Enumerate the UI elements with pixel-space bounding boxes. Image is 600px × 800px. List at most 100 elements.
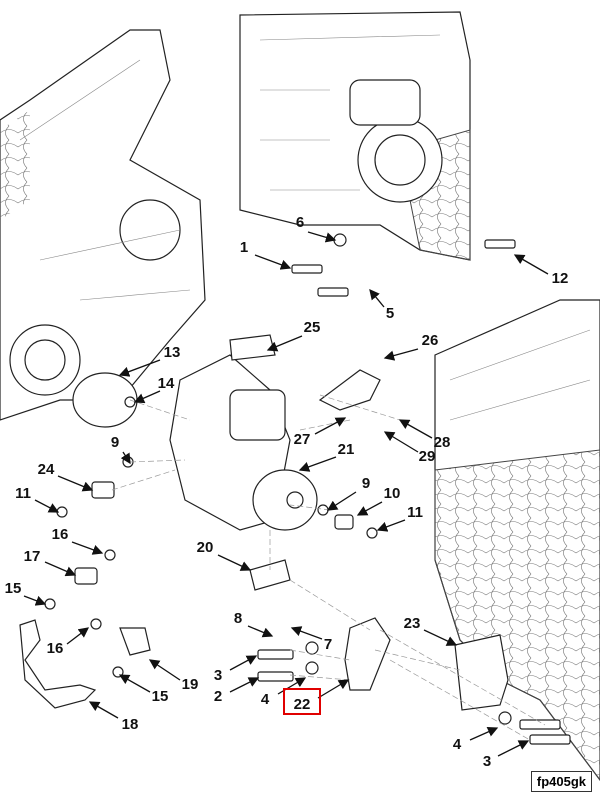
fuel-pump [169,354,318,531]
callout-number: 10 [384,485,401,502]
callout-arrow [376,519,406,532]
callout-arrow [120,451,131,465]
callout-19: 19 [148,659,199,693]
callout-number: 5 [386,305,394,322]
callout-arrow [513,254,549,275]
callout-number: 16 [47,640,64,657]
callout-11: 11 [376,504,423,532]
callout-number: 4 [453,736,462,753]
callout-arrow [383,431,419,453]
callout-number: 2 [214,688,222,705]
callout-16: 16 [52,526,104,555]
callout-16: 16 [47,627,90,657]
callout-7: 7 [290,626,332,653]
assembly-lines [111,394,546,741]
callout-11: 11 [15,485,60,513]
callout-arrow [57,475,94,492]
callout-number: 21 [338,441,355,458]
figure-reference-code: fp405gk [530,771,592,792]
lower-engine-block [434,299,600,781]
callout-arrow [317,679,350,699]
callout-arrow [23,595,47,606]
callout-number: 12 [552,270,569,287]
callout-2: 2 [214,677,260,705]
callout-arrow [217,554,252,571]
callout-arrow [307,231,337,243]
callout-arrow [229,677,260,693]
callout-9: 9 [111,434,131,465]
callout-arrow [148,659,181,681]
callout-17: 17 [24,548,77,577]
callout-number: 17 [24,548,41,565]
callout-arrow [497,740,530,757]
callout-number: 19 [182,676,199,693]
callout-number: 8 [234,610,242,627]
callout-number: 13 [164,344,181,361]
callout-27: 27 [294,417,347,448]
callout-arrow [277,677,307,695]
callout-3: 3 [483,740,530,770]
callout-20: 20 [197,539,252,571]
callout-26: 26 [383,332,439,361]
callout-13: 13 [118,344,181,377]
small-parts [19,233,571,745]
callout-number: 3 [214,667,222,684]
callout-number: 16 [52,526,69,543]
highlight-box [283,688,321,715]
callout-15: 15 [118,674,169,705]
callout-number: 27 [294,431,311,448]
callout-number: 14 [158,375,175,392]
callout-number: 25 [304,319,321,336]
callout-arrow [290,626,323,640]
callout-number: 6 [296,214,304,231]
callout-18: 18 [88,701,138,733]
callout-number: 1 [240,239,248,256]
gear-housing [0,29,206,421]
callout-number: 23 [404,615,421,632]
callout-24: 24 [38,461,94,492]
callout-1: 1 [240,239,292,270]
callout-arrow [229,655,258,671]
callout-arrow [398,419,433,439]
callout-arrow [356,501,383,516]
callout-number: 26 [422,332,439,349]
upper-engine-block [239,11,471,261]
callout-arrow [133,390,161,404]
callout-number: 15 [152,688,169,705]
callout-15: 15 [5,580,47,606]
callout-arrow [34,499,60,513]
callout-arrow [247,625,274,638]
callout-28: 28 [398,419,451,451]
callout-arrow [71,541,104,555]
callout-arrow [254,254,292,270]
callout-9: 9 [326,475,370,511]
callout-14: 14 [133,375,175,404]
callout-arrow [369,288,385,308]
callout-number: 4 [261,691,270,708]
callout-arrow [118,359,161,377]
callout-number: 11 [15,485,31,502]
callout-10: 10 [356,485,401,516]
callout-arrow [298,456,337,472]
callout-3: 3 [214,655,258,684]
callout-arrow [469,726,499,741]
callout-22: 22 [294,679,350,713]
callout-number: 22 [294,696,311,713]
callout-number: 28 [434,434,451,451]
callout-arrow [423,629,458,646]
callout-arrow [118,674,151,693]
callout-arrow [314,417,347,435]
callout-number: 29 [419,448,436,465]
callout-arrow [326,491,357,511]
callout-arrow [88,701,119,719]
callout-23: 23 [404,615,458,646]
callout-number: 9 [362,475,370,492]
callout-number: 15 [5,580,22,597]
callout-number: 9 [111,434,119,451]
callout-5: 5 [369,288,394,322]
callout-number: 20 [197,539,214,556]
callout-29: 29 [383,431,436,465]
callout-number: 11 [407,504,423,521]
callout-25: 25 [266,319,321,352]
